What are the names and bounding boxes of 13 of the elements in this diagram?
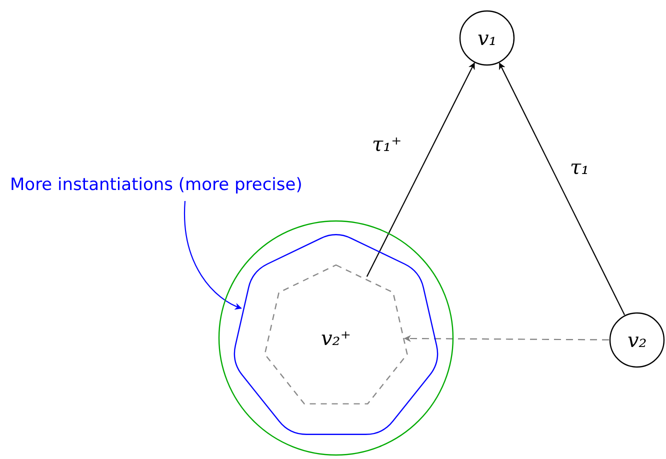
- edge-label: τ₁⁺: [372, 132, 402, 156]
- node-label: v₂: [628, 328, 647, 352]
- edge-label: τ₁: [570, 155, 590, 179]
- node-label: v₁: [478, 26, 497, 50]
- circle-outline: [218, 220, 454, 456]
- arrow: [404, 335, 609, 342]
- arrow: [498, 62, 626, 316]
- callout-text: More instantiations (more precise): [10, 175, 302, 195]
- vertex-circle: [459, 10, 515, 66]
- arrow: [366, 62, 475, 277]
- vertex-circle: [609, 312, 665, 368]
- curved-arrow: [184, 200, 242, 310]
- node-label: v₂⁺: [321, 326, 351, 350]
